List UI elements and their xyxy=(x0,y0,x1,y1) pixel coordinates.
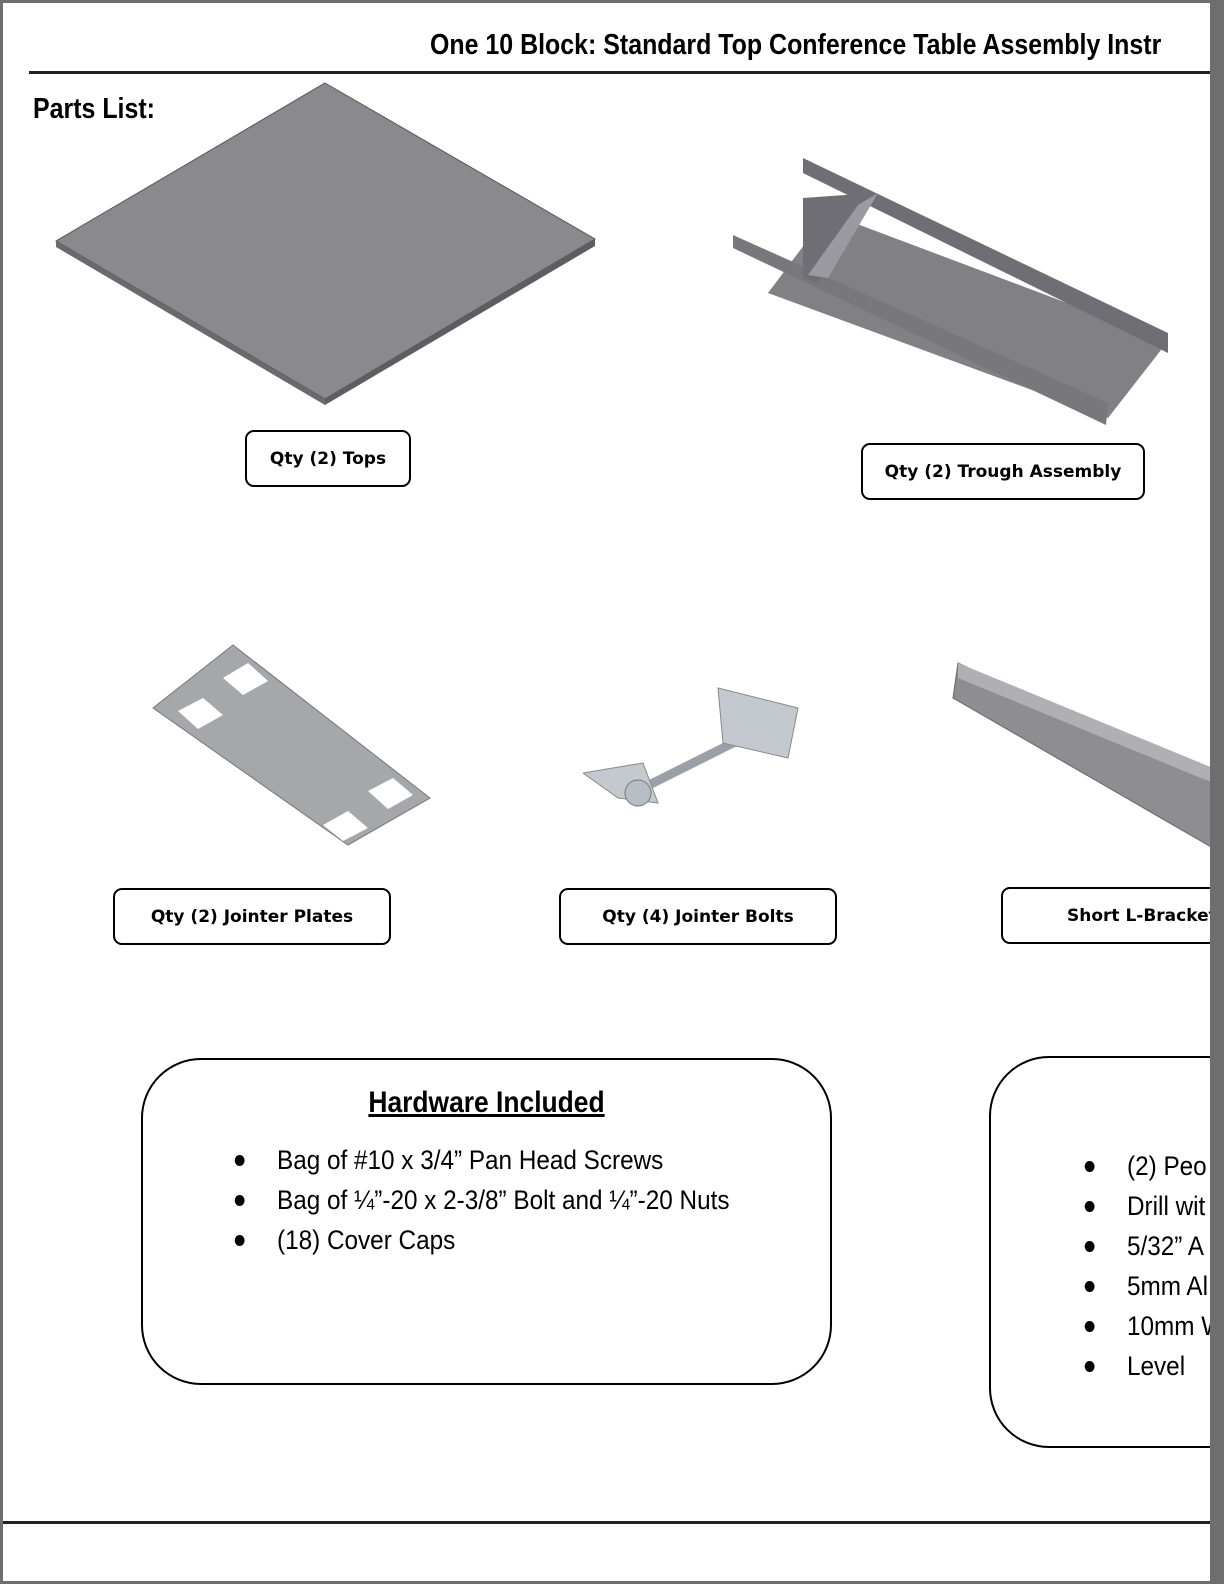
hardware-item-text: (18) Cover Caps xyxy=(277,1225,456,1255)
hardware-item: Bag of #10 x 3/4” Pan Head Screws xyxy=(234,1140,775,1180)
bullet-icon xyxy=(1084,1281,1095,1292)
tools-required-box: (2) Peo Drill wit 5/32” A 5mm Al 10mm W … xyxy=(989,1056,1210,1448)
tool-item: 5/32” A xyxy=(1084,1226,1210,1266)
page-title: One 10 Block: Standard Top Conference Ta… xyxy=(430,29,1162,61)
l-bracket-image xyxy=(952,662,1210,847)
tool-item: Level xyxy=(1084,1346,1210,1386)
tool-item-text: 5mm Al xyxy=(1127,1271,1209,1301)
part-label-jointer-plates: Qty (2) Jointer Plates xyxy=(113,888,391,945)
bullet-icon xyxy=(234,1195,245,1206)
bullet-icon xyxy=(234,1235,245,1246)
jointer-bolt-image xyxy=(583,687,799,807)
bullet-icon xyxy=(1084,1201,1095,1212)
hardware-heading: Hardware Included xyxy=(368,1086,605,1119)
part-label-trough-assembly: Qty (2) Trough Assembly xyxy=(861,443,1145,500)
bullet-icon xyxy=(1084,1161,1095,1172)
header-divider xyxy=(29,71,1210,74)
tool-item-text: 10mm W xyxy=(1127,1311,1210,1341)
hardware-item: Bag of ¼”-20 x 2-3/8” Bolt and ¼”-20 Nut… xyxy=(234,1180,775,1220)
footer-divider xyxy=(3,1521,1210,1524)
hardware-item-text: Bag of ¼”-20 x 2-3/8” Bolt and ¼”-20 Nut… xyxy=(277,1185,730,1215)
part-label-tops: Qty (2) Tops xyxy=(245,430,411,487)
bullet-icon xyxy=(234,1155,245,1166)
tool-item-text: Drill wit xyxy=(1127,1191,1206,1221)
hardware-item-text: Bag of #10 x 3/4” Pan Head Screws xyxy=(277,1145,664,1175)
tool-item: (2) Peo xyxy=(1084,1146,1210,1186)
bullet-icon xyxy=(1084,1321,1095,1332)
bullet-icon xyxy=(1084,1241,1095,1252)
hardware-included-box: Hardware Included Bag of #10 x 3/4” Pan … xyxy=(141,1058,832,1385)
trough-assembly-image xyxy=(733,158,1168,425)
jointer-plate-image xyxy=(152,644,431,846)
tool-item-text: (2) Peo xyxy=(1127,1151,1207,1181)
bullet-icon xyxy=(1084,1361,1095,1372)
part-label-jointer-bolts: Qty (4) Jointer Bolts xyxy=(559,888,837,945)
tool-item: 5mm Al xyxy=(1084,1266,1210,1306)
tool-item-text: 5/32” A xyxy=(1127,1231,1205,1261)
part-label-short-l-brackets: Short L-Brackets xyxy=(1001,887,1210,944)
tool-item: Drill wit xyxy=(1084,1186,1210,1226)
tool-item-text: Level xyxy=(1127,1351,1186,1381)
parts-list-heading: Parts List: xyxy=(33,93,155,125)
tool-item: 10mm W xyxy=(1084,1306,1210,1346)
document-page: One 10 Block: Standard Top Conference Ta… xyxy=(3,3,1210,1581)
table-top-image xyxy=(55,82,596,405)
hardware-item: (18) Cover Caps xyxy=(234,1220,775,1260)
